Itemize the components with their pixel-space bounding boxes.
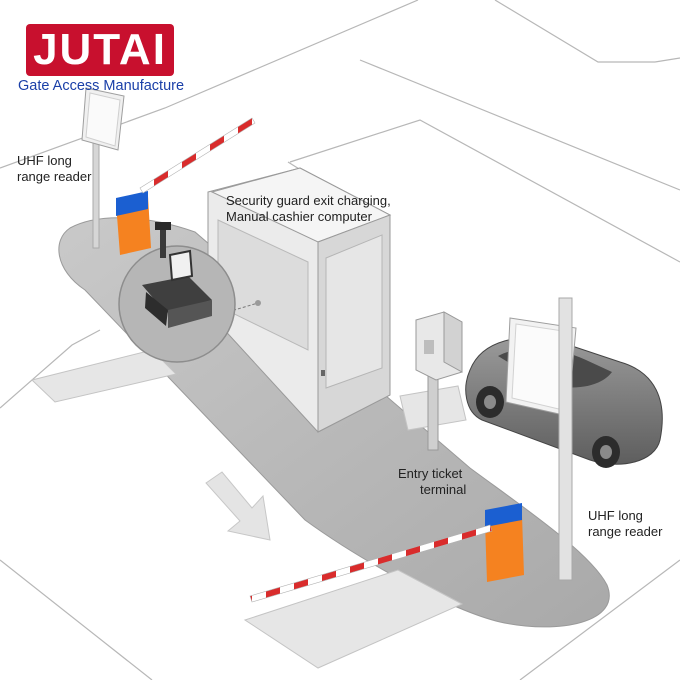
label-uhf-reader-bottom: UHF long range reader xyxy=(588,508,663,539)
label-security-guard: Security guard exit charging, Manual cas… xyxy=(226,193,391,224)
brand-name: JUTAI xyxy=(33,25,167,74)
exit-lane-marking xyxy=(243,569,464,669)
cashier-computer-callout xyxy=(118,222,261,363)
entry-ticket-terminal xyxy=(415,311,463,451)
stop-line-marking xyxy=(30,349,177,403)
uhf-reader-bottom xyxy=(505,297,577,581)
barrier-gate-top xyxy=(116,117,256,255)
brand-tagline: Gate Access Manufacture xyxy=(18,78,185,94)
uhf-reader-top xyxy=(81,87,125,249)
label-uhf-reader-top: UHF long range reader xyxy=(17,153,92,184)
direction-arrow-icon xyxy=(205,471,271,541)
barrier-gate-bottom xyxy=(249,503,524,603)
label-entry-terminal: Entry ticket terminal xyxy=(398,466,467,497)
brand-logo: JUTAI xyxy=(26,24,174,76)
security-booth xyxy=(207,167,392,433)
